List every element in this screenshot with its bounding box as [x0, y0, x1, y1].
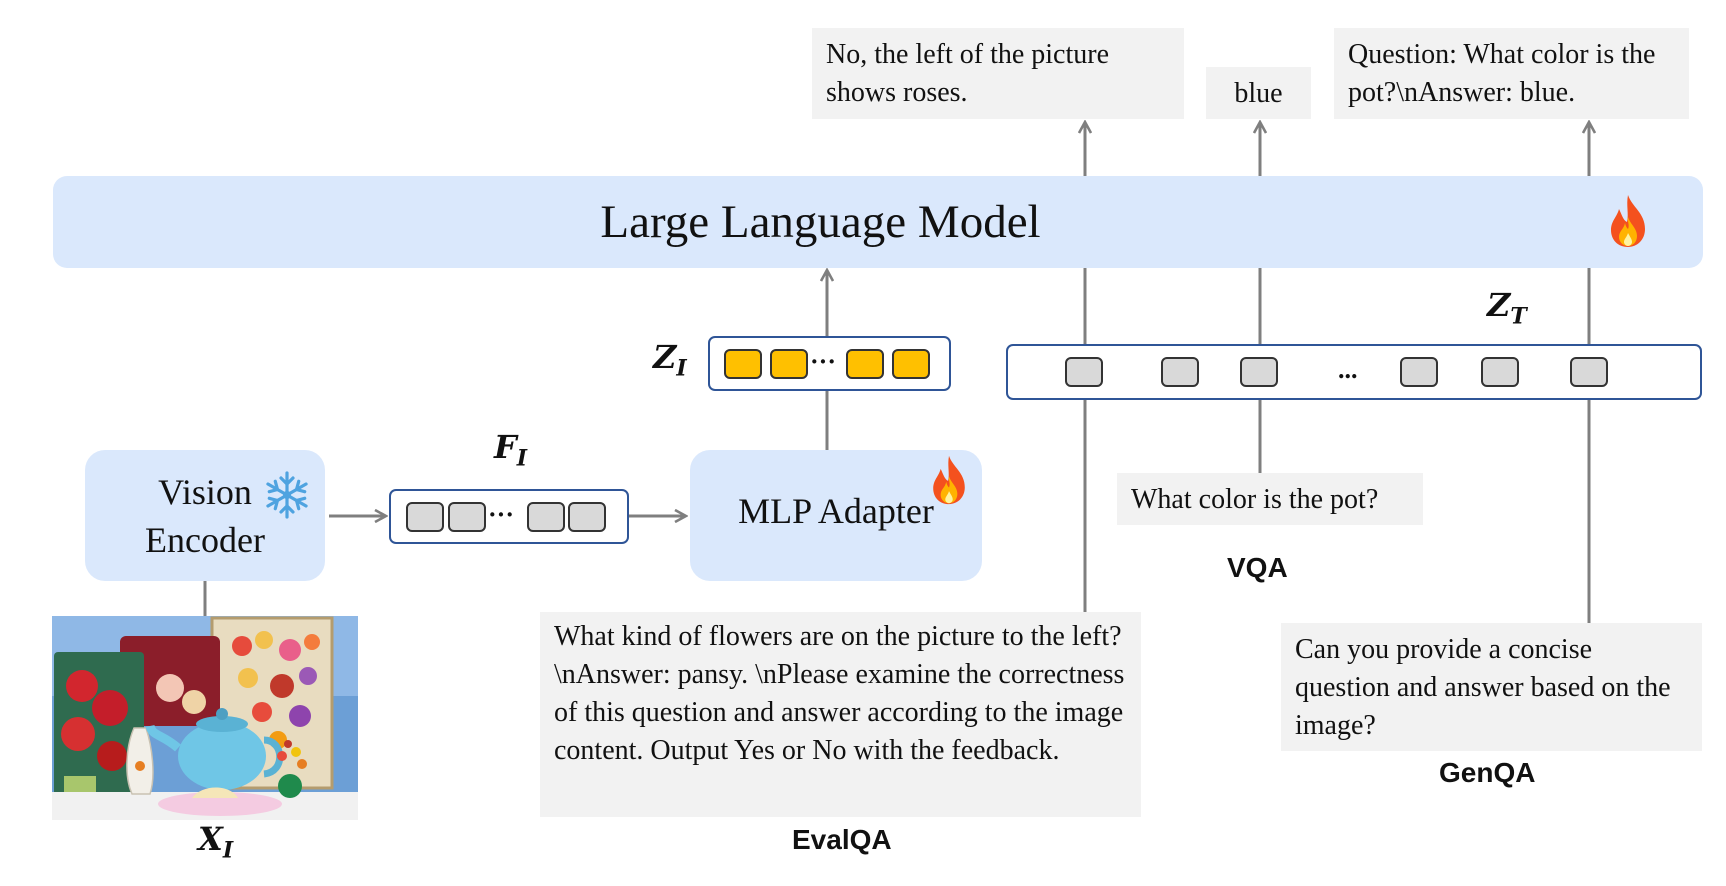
genqa-task-label: GenQA	[1439, 757, 1536, 788]
mlp-adapter-label: MLP Adapter	[738, 491, 934, 531]
image-input-symbol: XI	[198, 820, 234, 864]
text-token	[1240, 357, 1278, 387]
vision-encoder-label-line1: Vision	[158, 472, 252, 512]
feature-token	[568, 502, 606, 532]
genqa-input-box: Can you provide a concise question and a…	[1281, 623, 1702, 751]
vision-encoder-label-line2: Encoder	[145, 520, 265, 560]
feature-token	[527, 502, 565, 532]
vision-encoder-label: Vision Encoder	[85, 468, 325, 564]
visual-token	[770, 349, 808, 379]
visual-token	[846, 349, 884, 379]
text-tokens: ...	[1006, 344, 1702, 400]
evalqa-task-label: EvalQA	[792, 824, 892, 855]
input-image-photo	[52, 616, 358, 820]
llm-label: Large Language Model	[600, 196, 1041, 248]
image-feature-tokens: ···	[389, 489, 629, 544]
vqa-task-label: VQA	[1227, 552, 1288, 583]
text-token	[1065, 357, 1103, 387]
feature-token	[448, 502, 486, 532]
visual-token-ellipsis: ···	[810, 347, 837, 376]
visual-token	[724, 349, 762, 379]
text-token	[1570, 357, 1608, 387]
vision-encoder-block: Vision Encoder	[85, 450, 325, 581]
vqa-input-box: What color is the pot?	[1117, 473, 1423, 525]
text-token-ellipsis: ...	[1338, 355, 1358, 384]
text-token	[1400, 357, 1438, 387]
text-tokens-symbol: ZT	[1487, 286, 1527, 330]
evalqa-input-box: What kind of flowers are on the picture …	[540, 612, 1141, 817]
visual-tokens: ···	[708, 336, 951, 391]
evalqa-output-box: No, the left of the picture shows roses.	[812, 28, 1184, 119]
fire-icon	[1611, 195, 1645, 247]
visual-token	[892, 349, 930, 379]
feature-token-ellipsis: ···	[488, 500, 515, 529]
fire-icon	[933, 455, 965, 505]
still-life-illustration	[52, 616, 358, 820]
text-token	[1481, 357, 1519, 387]
text-token	[1161, 357, 1199, 387]
llm-block: Large Language Model	[53, 176, 1703, 268]
genqa-output-box: Question: What color is the pot?\nAnswer…	[1334, 28, 1689, 119]
visual-tokens-symbol: ZI	[653, 338, 687, 382]
mlp-adapter-block: MLP Adapter	[690, 450, 982, 581]
feature-token	[406, 502, 444, 532]
snowflake-icon	[266, 471, 308, 519]
image-features-symbol: FI	[494, 428, 528, 472]
vqa-output-box: blue	[1206, 67, 1311, 119]
